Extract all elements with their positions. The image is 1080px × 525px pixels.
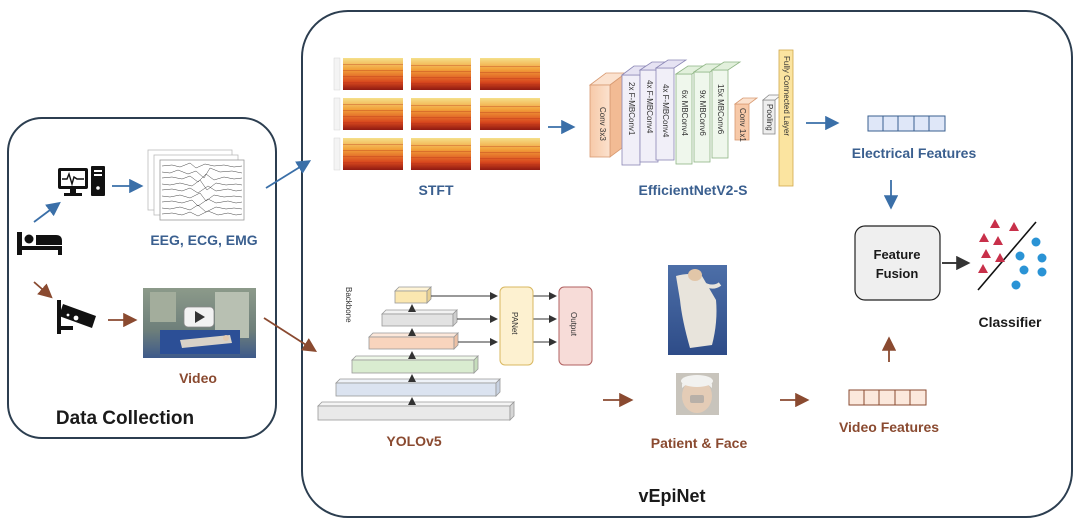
effnet-diagram: Conv 3x3 2x F-MBConv1 4x F-MBConv4 4x F-…	[588, 49, 794, 187]
spectrogram-cell	[480, 58, 540, 90]
spectrogram-cell	[333, 97, 403, 131]
spectrogram-cell	[411, 138, 471, 170]
spectrogram-cell	[333, 57, 403, 91]
svg-text:Conv 3x3: Conv 3x3	[598, 107, 607, 141]
face-image	[676, 373, 719, 415]
arrow-bed-to-camera	[33, 281, 53, 299]
signal-traces	[147, 149, 245, 221]
yolo-backbone-block-4	[335, 378, 501, 397]
effnet-layer-fmbconv4-b: 4x F-MBConv4	[654, 59, 688, 161]
camera-icon	[57, 300, 96, 334]
effnet-layer-mbconv4: 6x MBConv4	[674, 65, 706, 165]
patient-face-label: Patient & Face	[651, 435, 748, 451]
svg-text:Pooling: Pooling	[765, 104, 774, 131]
electrical-features-label: Electrical Features	[852, 145, 977, 161]
electrical-feature-vector	[867, 115, 946, 132]
vepinet-frame	[301, 10, 1073, 518]
arrow-video-to-yolo	[263, 317, 318, 352]
signals-label: EEG, ECG, EMG	[150, 232, 257, 248]
spectrogram-cell	[333, 137, 403, 171]
video-feature-vector	[848, 389, 927, 406]
classifier-label: Classifier	[978, 314, 1042, 330]
bed-icon	[17, 232, 62, 255]
svg-text:2x F-MBConv1: 2x F-MBConv1	[627, 82, 636, 136]
arrow-bed-to-computer	[33, 201, 61, 223]
svg-text:Output: Output	[569, 312, 578, 337]
video-label: Video	[179, 370, 217, 386]
yolo-backbone-block-0	[394, 286, 432, 304]
spectrogram-cell	[480, 98, 540, 130]
svg-text:Conv 1x1: Conv 1x1	[738, 108, 747, 142]
effnet-layer-fc: Fully Connected Layer	[778, 49, 794, 187]
computer-icon	[58, 166, 105, 196]
stft-spectrogram-grid	[333, 57, 540, 171]
patient-image	[668, 265, 727, 355]
data-collection-frame	[7, 117, 277, 439]
yolo-backbone-block-1	[381, 309, 458, 327]
effnet-layer-conv1x1: Conv 1x1	[733, 97, 759, 142]
play-icon[interactable]	[183, 306, 215, 328]
yolo-panet: PANet	[499, 286, 534, 366]
effnet-label: EfficientNetV2-S	[639, 182, 748, 198]
spectrogram-cell	[411, 58, 471, 90]
effnet-layer-pooling: Pooling	[761, 94, 783, 135]
svg-text:4x F-MBConv4: 4x F-MBConv4	[661, 84, 670, 138]
svg-text:Backbone: Backbone	[344, 287, 353, 323]
effnet-layer-conv3x3: Conv 3x3	[588, 72, 628, 158]
effnet-layer-mbconv6-b: 15x MBConv6	[710, 61, 742, 159]
svg-text:15x MBConv6: 15x MBConv6	[716, 84, 725, 135]
yolo-backbone-block-3	[351, 355, 479, 374]
svg-text:9x MBConv6: 9x MBConv6	[698, 90, 707, 136]
yolo-backbone-block-5	[317, 401, 515, 421]
data-collection-title: Data Collection	[56, 408, 194, 429]
spectrogram-cell	[480, 138, 540, 170]
stft-label: STFT	[419, 182, 454, 198]
yolo-output: Output	[558, 286, 593, 366]
yolo-label: YOLOv5	[386, 433, 441, 449]
yolo-diagram: Backbone PANet	[317, 286, 593, 421]
vepinet-title: vEpiNet	[638, 486, 705, 506]
svg-text:Fully Connected Layer: Fully Connected Layer	[782, 56, 791, 136]
svg-text:6x MBConv4: 6x MBConv4	[680, 90, 689, 136]
feature-fusion-box: Feature Fusion	[854, 225, 941, 301]
spectrogram-cell	[411, 98, 471, 130]
yolo-backbone-block-2	[368, 332, 459, 350]
svg-text:4x F-MBConv4: 4x F-MBConv4	[645, 80, 654, 134]
svg-text:Feature: Feature	[874, 247, 921, 262]
video-features-label: Video Features	[839, 419, 939, 435]
svg-text:Fusion: Fusion	[876, 266, 919, 281]
classifier-icon	[977, 219, 1047, 291]
arrow-signals-to-stft	[265, 160, 312, 189]
svg-text:PANet: PANet	[510, 312, 519, 335]
effnet-layer-mbconv6-a: 9x MBConv6	[692, 63, 724, 163]
